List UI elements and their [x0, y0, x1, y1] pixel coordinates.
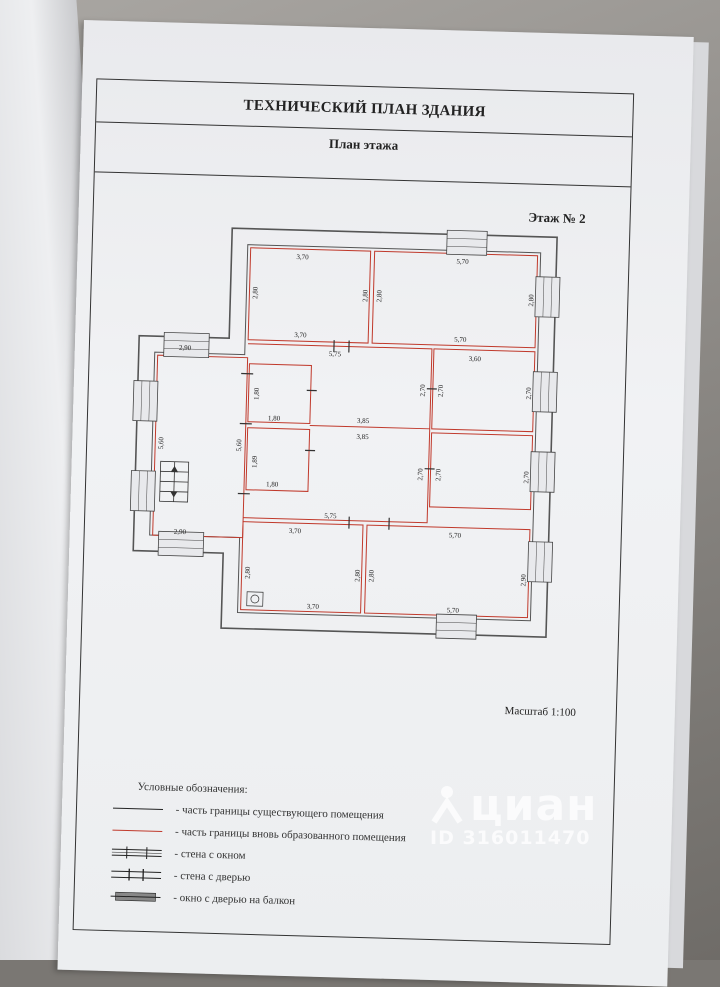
floor-plan: 3,70 3,70 2,80 2,80 5,70 5,70 2,80 2,80 …: [125, 221, 577, 673]
hall-bottom: 2,90: [174, 528, 187, 536]
r5-right: 2,80: [353, 569, 361, 582]
legend-item-label: - часть границы существующего помещения: [176, 804, 384, 822]
r6-bottom: 5,70: [447, 606, 460, 614]
r5-top: 3,70: [289, 527, 302, 535]
existing-border-symbol: [113, 803, 163, 816]
window-left-2: [130, 471, 155, 512]
hall-right: 5,60: [235, 439, 243, 452]
legend-title: Условные обозначения:: [137, 781, 247, 796]
room-6: [365, 525, 530, 618]
r1-bottom: 3,70: [294, 331, 307, 339]
outer-wall: [131, 226, 557, 637]
title-box: ТЕХНИЧЕСКИЙ ПЛАН ЗДАНИЯ План этажа: [95, 79, 633, 187]
boiler-symbol: [247, 592, 263, 606]
scale-label: Масштаб 1:100: [504, 705, 576, 719]
r3-right: 2,70: [525, 387, 533, 400]
room-4: [430, 433, 533, 510]
legend-item: - стена с окном: [112, 846, 246, 862]
r4-left: 2,70: [416, 468, 424, 481]
r2-top: 5,70: [456, 257, 469, 265]
legend-item: - окно с дверью на балкон: [110, 890, 295, 908]
window-bottom: [436, 614, 477, 639]
wall-door-symbol: [111, 869, 161, 882]
r4-left-2: 2,70: [434, 468, 442, 481]
s2-h: 1,89: [251, 455, 259, 468]
corr-mid1: 3,85: [357, 417, 370, 425]
window-left-1: [133, 381, 158, 422]
watermark-brand-text: циан: [470, 780, 598, 831]
r5-left: 2,80: [243, 566, 251, 579]
balcony-door-symbol: [110, 891, 160, 904]
r3-left: 2,70: [419, 384, 427, 397]
hall-top: 2,90: [179, 344, 192, 352]
floor-label: Этаж № 2: [528, 209, 586, 227]
legend-item: - стена с дверью: [111, 868, 251, 884]
r2-left: 2,80: [375, 289, 383, 302]
new-border-symbol: [112, 825, 162, 838]
s2-w: 1,80: [266, 480, 279, 488]
legend-item-label: - стена с дверью: [174, 870, 251, 884]
staircase: [160, 461, 189, 502]
window-right-4: [527, 542, 552, 583]
r4-right: 2,70: [522, 471, 530, 484]
inner-wall: [148, 242, 541, 621]
room-3: [432, 349, 535, 432]
s1-w: 1,80: [268, 414, 281, 422]
hall: [153, 355, 248, 537]
corr-mid2: 3,85: [356, 433, 369, 441]
r3-top: 3,60: [469, 355, 482, 363]
legend-item-label: - стена с окном: [174, 848, 245, 862]
legend-item: - часть границы вновь образованного поме…: [112, 824, 406, 845]
legend-item: - часть границы существующего помещения: [113, 802, 384, 822]
window-right-3: [530, 452, 555, 493]
corr-bottom: 5,75: [324, 512, 337, 520]
r3-left-2: 2,70: [437, 384, 445, 397]
cian-logo-icon: [430, 784, 464, 824]
window-right-1: [535, 277, 560, 318]
watermark-id: ID 316011470: [430, 827, 690, 849]
r2-bottom: 5,70: [454, 335, 467, 343]
room-2: [372, 251, 538, 348]
r1-left: 2,80: [251, 286, 259, 299]
corr-top: 5,75: [329, 350, 342, 358]
s1-h: 1,80: [252, 387, 260, 400]
watermark-brand: циан: [430, 780, 690, 831]
r1-top: 3,70: [296, 253, 309, 261]
r5-bottom: 3,70: [307, 602, 320, 610]
r6-top: 5,70: [449, 531, 462, 539]
r6-left: 2,80: [367, 569, 375, 582]
wall-window-symbol: [112, 847, 162, 860]
watermark: циан ID 316011470: [430, 780, 690, 849]
document-title: ТЕХНИЧЕСКИЙ ПЛАН ЗДАНИЯ: [96, 93, 632, 125]
window-right-2: [532, 372, 557, 413]
legend-item-label: - окно с дверью на балкон: [173, 892, 295, 907]
r6-right: 2,90: [519, 574, 527, 587]
legend-item-label: - часть границы вновь образованного поме…: [175, 826, 406, 844]
corridor: [243, 344, 432, 523]
room-1: [248, 248, 371, 343]
r2-right: 2,80: [527, 294, 535, 307]
hall-left: 5,60: [157, 436, 165, 449]
window-top-right: [447, 230, 488, 255]
r1-right: 2,80: [361, 289, 369, 302]
